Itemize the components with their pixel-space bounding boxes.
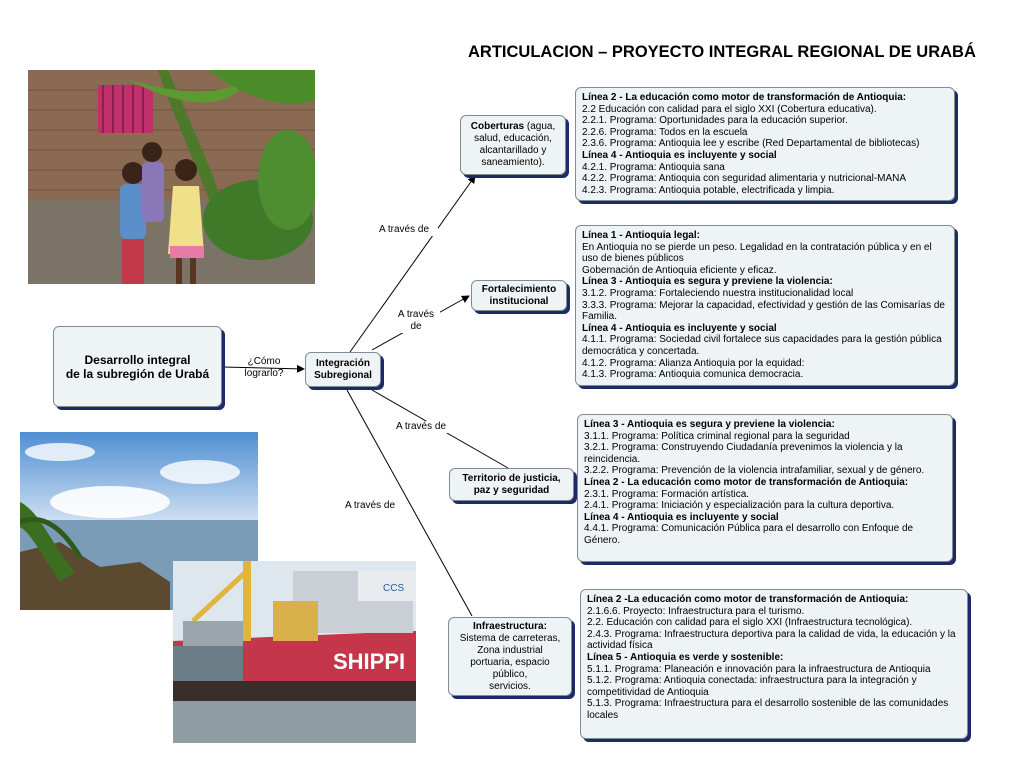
detail-heading: Línea 4 - Antioquia es incluyente y soci… bbox=[584, 511, 779, 523]
territorio-line2: paz y seguridad bbox=[473, 484, 550, 496]
detail-item: 3.1.1. Programa: Política criminal regio… bbox=[584, 430, 850, 442]
coberturas-rest: (agua, salud, educación, alcantarillado … bbox=[474, 121, 556, 168]
detail-item: 4.2.1. Programa: Antioquia sana bbox=[582, 161, 725, 173]
ship-hull-text: SHIPPI bbox=[333, 649, 405, 674]
detail-item: 3.2.1. Programa: Construyendo Ciudadanía… bbox=[584, 442, 903, 465]
detail-item: 5.1.1. Programa: Planeación e innovación… bbox=[587, 663, 931, 675]
edge-label-territorio: A través de bbox=[388, 421, 454, 433]
infraestructura-line2: Zona industrial bbox=[477, 644, 543, 656]
center-node: Integración Subregional bbox=[305, 352, 381, 387]
detail-heading: Línea 2 - La educación como motor de tra… bbox=[582, 92, 907, 103]
detail-heading: Línea 4 - Antioquia es incluyente y soci… bbox=[582, 322, 777, 334]
edge-center-coberturas bbox=[349, 175, 476, 353]
infraestructura-line3: portuaria, espacio bbox=[470, 656, 550, 668]
edge-label-coberturas: A través de bbox=[370, 224, 438, 236]
edge-label-fortalecimiento-line2: de bbox=[410, 321, 422, 332]
center-node-line2: Subregional bbox=[314, 369, 372, 381]
detail-item: 2.2. Educación con calidad para el siglo… bbox=[587, 617, 913, 629]
detail-item: 4.2.3. Programa: Antioquia potable, elec… bbox=[582, 184, 835, 196]
fortalecimiento-line1: Fortalecimiento bbox=[481, 283, 557, 295]
edge-label-fortalecimiento-line1: A través bbox=[397, 309, 435, 320]
detail-heading: Línea 5 - Antioquia es verde y sostenibl… bbox=[587, 651, 784, 663]
detail-item: 3.1.2. Programa: Fortaleciendo nuestra i… bbox=[582, 287, 854, 299]
infraestructura-node: Infraestructura: Sistema de carreteras, … bbox=[448, 617, 572, 696]
detail-item: 2.3.1. Programa: Formación artística. bbox=[584, 488, 750, 500]
root-node-line1: Desarrollo integral bbox=[84, 352, 191, 367]
page-title: ARTICULACION – PROYECTO INTEGRAL REGIONA… bbox=[468, 43, 976, 61]
infraestructura-line4: público, bbox=[492, 668, 528, 680]
detail-item: 3.3.3. Programa: Mejorar la capacidad, e… bbox=[582, 299, 945, 323]
detail-item: 3.2.2. Programa: Prevención de la violen… bbox=[584, 465, 925, 477]
detail-item: 4.2.2. Programa: Antioquia con seguridad… bbox=[582, 173, 907, 185]
edge-label-infraestructura: A través de bbox=[337, 500, 403, 512]
detail-heading: Línea 2 - La educación como motor de tra… bbox=[584, 476, 909, 488]
infraestructura-title: Infraestructura: bbox=[473, 620, 547, 632]
coberturas-node: Coberturas (agua, salud, educación, alca… bbox=[460, 115, 566, 175]
detail-heading: Línea 2 -La educación como motor de tran… bbox=[587, 594, 909, 605]
edge-center-infraestructura bbox=[346, 389, 473, 617]
infraestructura-line5: servicios. bbox=[489, 680, 531, 692]
detail-heading: Línea 3 - Antioquia es segura y previene… bbox=[582, 276, 833, 288]
detail-item: En Antioquia no se pierde un peso. Legal… bbox=[582, 241, 932, 265]
detail-item: 4.1.2. Programa: Alianza Antioquia por l… bbox=[582, 357, 805, 369]
detail-item: 5.1.2. Programa: Antioquia conectada: in… bbox=[587, 675, 917, 698]
detail-item: 4.4.1. Programa: Comunicación Pública pa… bbox=[584, 523, 914, 546]
detail-box-territorio: Línea 3 - Antioquia es segura y previene… bbox=[577, 414, 953, 562]
detail-item: 2.2.6. Programa: Todos en la escuela bbox=[582, 126, 748, 138]
how-label-line2: lograrlo? bbox=[244, 368, 284, 379]
detail-item: 2.4.1. Programa: Iniciación y especializ… bbox=[584, 500, 895, 512]
detail-heading: Línea 1 - Antioquia legal: bbox=[582, 230, 700, 241]
center-node-line1: Integración bbox=[316, 357, 370, 369]
detail-item: 2.2 Educación con calidad para el siglo … bbox=[582, 103, 877, 115]
detail-item: 2.3.6. Programa: Antioquia lee y escribe… bbox=[582, 138, 920, 150]
detail-item: 2.4.3. Programa: Infraestructura deporti… bbox=[587, 628, 956, 652]
detail-heading: Línea 3 - Antioquia es segura y previene… bbox=[584, 419, 835, 430]
detail-item: Gobernación de Antioquia eficiente y efi… bbox=[582, 264, 777, 276]
root-node: Desarrollo integral de la subregión de U… bbox=[53, 326, 222, 407]
detail-box-infraestructura: Línea 2 -La educación como motor de tran… bbox=[580, 589, 968, 739]
territorio-line1: Territorio de justicia, bbox=[462, 472, 561, 484]
ship-photo: CCS SHIPPI bbox=[173, 561, 416, 743]
detail-item: 5.1.3. Programa: Infraestructura para el… bbox=[587, 698, 949, 721]
how-label-line1: ¿Cómo bbox=[247, 356, 281, 367]
detail-item: 2.1.6.6. Proyecto: Infraestructura para … bbox=[587, 605, 805, 617]
territorio-node: Territorio de justicia, paz y seguridad bbox=[449, 468, 574, 501]
detail-heading: Línea 4 - Antioquia es incluyente y soci… bbox=[582, 149, 777, 161]
children-photo bbox=[28, 70, 315, 284]
how-label: ¿Cómo lograrlo? bbox=[236, 356, 292, 380]
detail-box-fortalecimiento: Línea 1 - Antioquia legal:En Antioquia n… bbox=[575, 225, 955, 386]
root-node-line2: de la subregión de Urabá bbox=[65, 366, 210, 381]
detail-item: 2.2.1. Programa: Oportunidades para la e… bbox=[582, 115, 848, 127]
ccs-text: CCS bbox=[383, 583, 404, 594]
detail-item: 4.1.1. Programa: Sociedad civil fortalec… bbox=[582, 334, 942, 357]
edge-label-fortalecimiento: A través de bbox=[392, 309, 440, 333]
infraestructura-line1: Sistema de carreteras, bbox=[459, 632, 561, 644]
edge-root-center bbox=[221, 364, 305, 373]
coberturas-bold: Coberturas bbox=[470, 121, 525, 132]
fortalecimiento-node: Fortalecimiento institucional bbox=[471, 280, 567, 311]
detail-item: 4.1.3. Programa: Antioquia comunica demo… bbox=[582, 369, 804, 381]
detail-box-coberturas: Línea 2 - La educación como motor de tra… bbox=[575, 87, 955, 201]
fortalecimiento-line2: institucional bbox=[489, 295, 549, 307]
